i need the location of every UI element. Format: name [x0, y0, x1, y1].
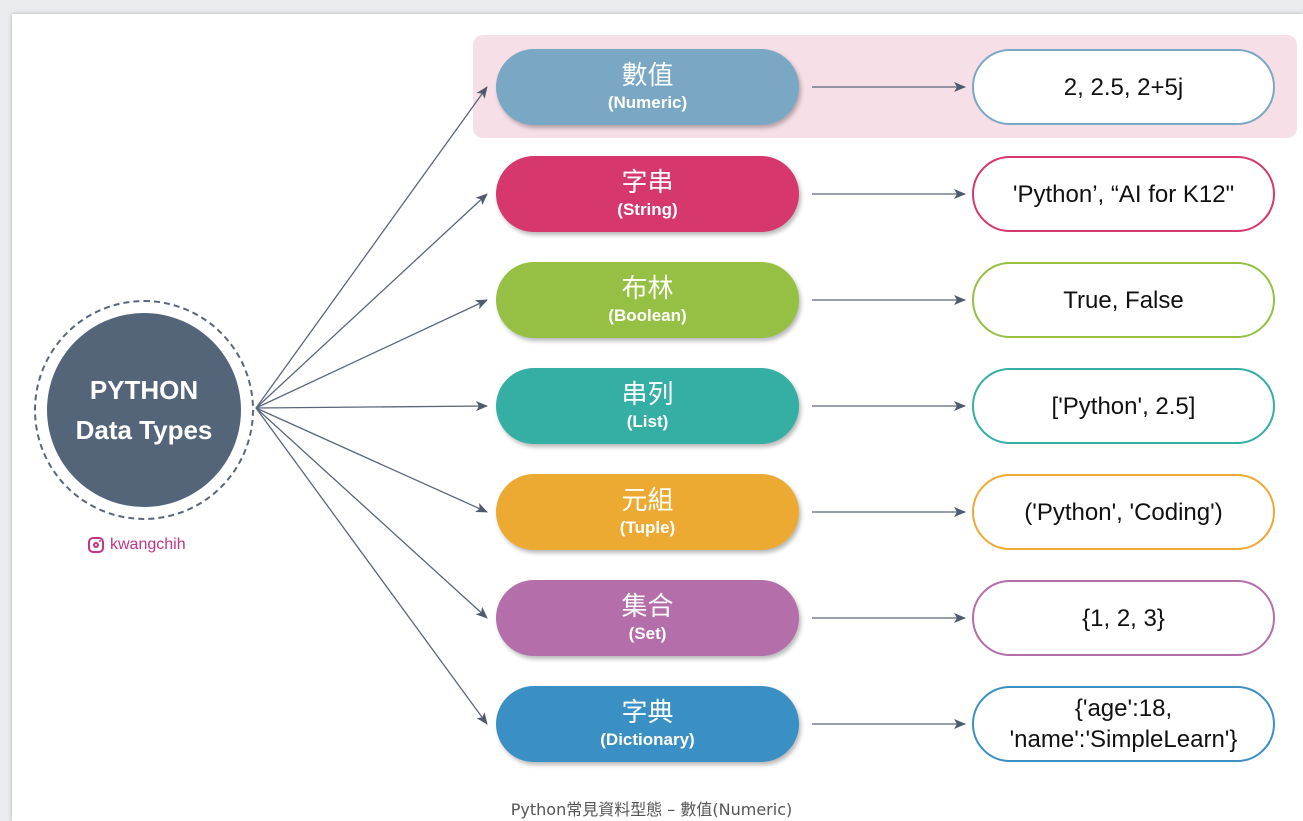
type-label-en: (Boolean): [608, 306, 687, 325]
example-pill: ('Python', 'Coding'): [972, 474, 1275, 550]
type-label-en: (String): [617, 200, 678, 219]
example-pill: {1, 2, 3}: [972, 580, 1275, 656]
center-node: PYTHON Data Types: [34, 300, 254, 520]
example-pill: 2, 2.5, 2+5j: [972, 49, 1275, 125]
type-label-en: (List): [626, 412, 669, 431]
type-pill: 元組 (Tuple): [496, 474, 799, 550]
center-title-line2: Data Types: [75, 415, 213, 445]
fan-arrow: [255, 299, 488, 409]
example-text: 2, 2.5, 2+5j: [1063, 73, 1184, 101]
type-label-en: (Set): [628, 624, 667, 643]
example-text: {1, 2, 3}: [1082, 604, 1165, 632]
center-title-line1: PYTHON: [89, 375, 199, 405]
fan-arrow: [255, 401, 488, 412]
instagram-credit: kwangchih: [88, 533, 186, 557]
fan-arrow: [255, 407, 488, 619]
example-pill: True, False: [972, 262, 1275, 338]
fan-arrow: [255, 193, 488, 409]
type-label-zh: 布林: [621, 274, 674, 304]
example-text: ['Python', 2.5]: [1051, 392, 1196, 420]
type-pill: 布林 (Boolean): [496, 262, 799, 338]
type-pill: 集合 (Set): [496, 580, 799, 656]
example-pill: ['Python', 2.5]: [972, 368, 1275, 444]
example-pill: 'Python’, “AI for K12": [972, 156, 1275, 232]
instagram-icon: [88, 537, 104, 553]
example-text: 'Python’, “AI for K12": [1012, 180, 1235, 208]
fan-arrow: [255, 407, 488, 513]
type-label-zh: 字典: [621, 698, 674, 728]
type-pill: 字典 (Dictionary): [496, 686, 799, 762]
example-pill: {'age':18, 'name':'SimpleLearn'}: [972, 686, 1275, 762]
type-pill: 數值 (Numeric): [496, 49, 799, 125]
example-text: ('Python', 'Coding'): [1024, 498, 1223, 526]
example-text: True, False: [1063, 286, 1184, 314]
type-label-zh: 集合: [621, 592, 674, 622]
figure-caption: Python常見資料型態 – 數值(Numeric): [510, 800, 793, 819]
type-label-en: (Dictionary): [600, 730, 695, 749]
type-label-en: (Tuple): [619, 518, 676, 537]
type-label-zh: 串列: [621, 380, 674, 410]
type-pill: 串列 (List): [496, 368, 799, 444]
example-text: {'age':18, 'name':'SimpleLearn'}: [1009, 695, 1238, 753]
type-label-zh: 數值: [621, 61, 674, 91]
type-label-zh: 元組: [621, 486, 674, 516]
fan-arrow: [255, 407, 488, 725]
type-label-en: (Numeric): [607, 93, 688, 112]
fan-arrow: [255, 86, 488, 409]
center-circle: PYTHON Data Types: [47, 313, 241, 507]
type-label-zh: 字串: [621, 168, 674, 198]
credit-handle: kwangchih: [110, 536, 186, 553]
type-pill: 字串 (String): [496, 156, 799, 232]
